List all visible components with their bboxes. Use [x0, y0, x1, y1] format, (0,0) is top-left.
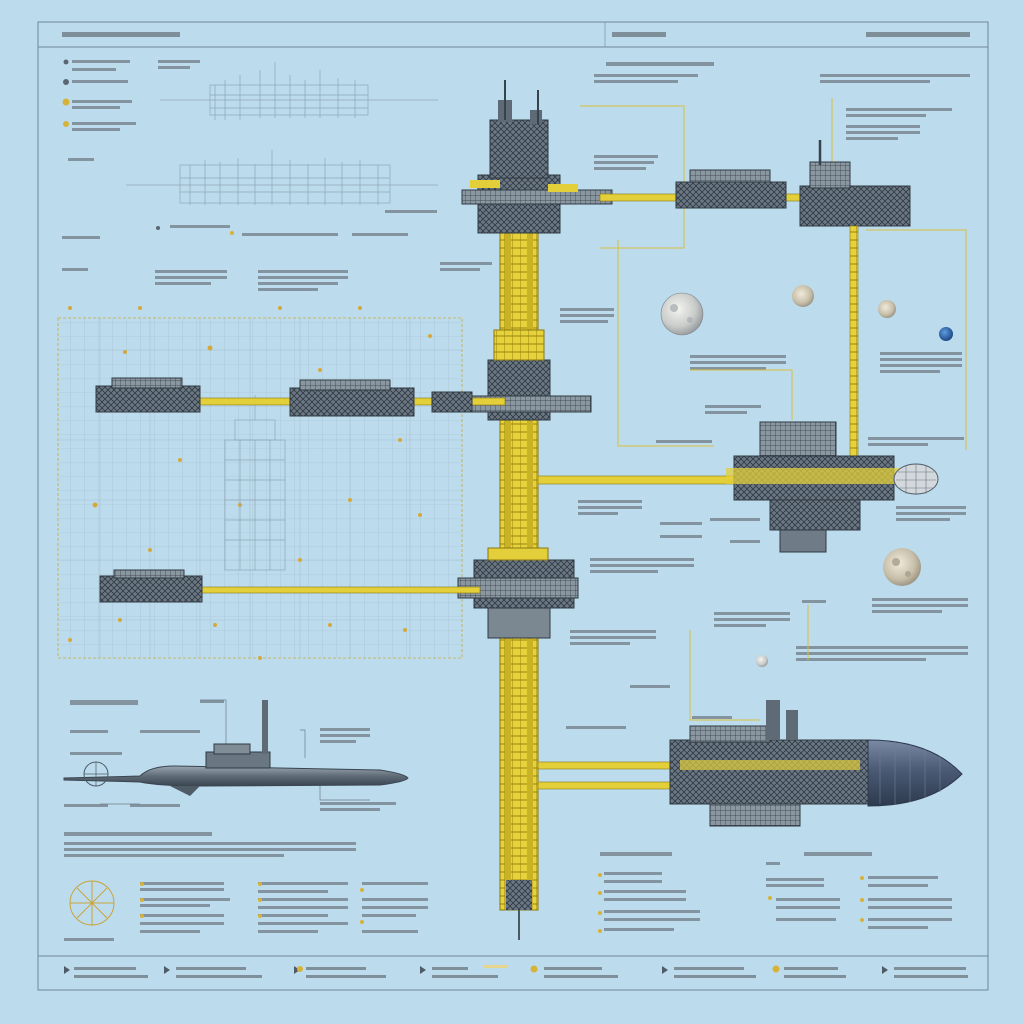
moon-icon [660, 292, 704, 336]
upper-right-arm [599, 140, 911, 457]
bottom-right-vessel [537, 700, 963, 827]
celestial-bodies [660, 285, 953, 667]
annotation-text-blocks [62, 60, 970, 941]
legend-strip [64, 965, 968, 978]
right-mid-module [537, 421, 939, 553]
plan-view-sketch-top [126, 62, 438, 205]
annotation-markers [62, 59, 864, 933]
schematic-grid-panel [57, 306, 463, 660]
left-arm-lower [99, 569, 481, 603]
compass-rose-icon [69, 880, 115, 926]
moon-icon [756, 655, 768, 667]
drawing-frame [37, 21, 989, 991]
side-profile-vessel [63, 700, 409, 796]
moon-icon [883, 548, 921, 586]
moon-icon [878, 300, 896, 318]
planet-icon [939, 327, 953, 341]
main-vertical-tower [455, 80, 613, 940]
dimension-lines [100, 699, 370, 805]
left-arm-upper [95, 377, 506, 417]
moon-icon [792, 285, 814, 307]
header-labels [62, 32, 970, 37]
